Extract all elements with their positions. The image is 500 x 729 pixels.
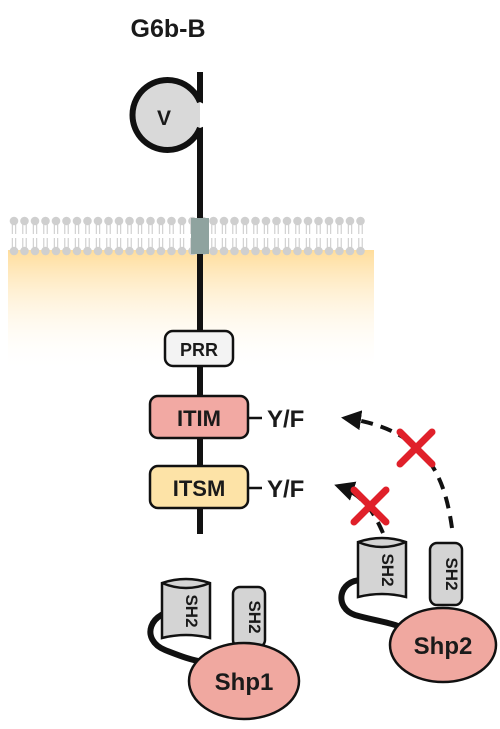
lipid-head xyxy=(356,246,365,256)
lipid-head xyxy=(41,246,50,256)
lipid-head xyxy=(135,216,145,226)
shp1-linker xyxy=(147,607,205,665)
shp1-sh2-c-label: SH2 xyxy=(245,600,264,633)
shp1-catalytic-domain xyxy=(187,641,301,721)
lipid-head xyxy=(251,246,260,256)
lipid-head xyxy=(345,246,355,256)
lipid-head xyxy=(303,246,313,256)
lipid-head xyxy=(230,246,239,256)
itsm-label: ITSM xyxy=(173,476,226,501)
prr-label: PRR xyxy=(180,340,218,360)
lipid-head xyxy=(9,216,19,226)
lipid-head xyxy=(51,216,61,226)
lipid-head xyxy=(293,216,302,226)
lipid-head xyxy=(240,216,250,226)
lipid-head xyxy=(9,246,19,256)
shp1-label: Shp1 xyxy=(215,669,274,696)
itim-label: ITIM xyxy=(177,406,221,431)
shp2-sh2-c-domain xyxy=(428,541,464,607)
lipid-head xyxy=(156,246,166,256)
lipid-head xyxy=(83,246,92,256)
shp2-sh2-c-label: SH2 xyxy=(442,557,461,590)
lipid-head xyxy=(209,216,218,226)
lipid-head xyxy=(41,216,50,226)
shp2-sh2-n-label: SH2 xyxy=(378,553,397,586)
lipid-head xyxy=(293,246,302,256)
lipid-head xyxy=(251,216,260,226)
v-domain-label: V xyxy=(157,107,171,130)
lipid-head xyxy=(335,246,344,256)
lipid-bilayer xyxy=(9,216,365,256)
itim-mutation-label: Y/F xyxy=(267,406,304,433)
lipid-head xyxy=(345,216,355,226)
lipid-head xyxy=(104,216,113,226)
block-cross-upper-icon xyxy=(396,428,436,468)
lipid-head xyxy=(303,216,313,226)
lipid-head xyxy=(51,246,61,256)
lipid-head xyxy=(167,246,176,256)
lipid-head xyxy=(324,246,334,256)
lipid-head xyxy=(72,216,82,226)
lipid-head xyxy=(114,216,124,226)
transmembrane-segment xyxy=(191,218,209,254)
lipid-head xyxy=(135,246,145,256)
receptor-title: G6b-B xyxy=(131,15,206,43)
shp2-to-itim-arrow xyxy=(341,410,454,529)
lipid-head xyxy=(324,216,334,226)
lipid-head xyxy=(314,216,323,226)
itsm-domain: ITSM xyxy=(148,464,250,510)
v-domain: V xyxy=(129,77,210,153)
shp2-protein: SH2 SH2 Shp2 xyxy=(338,536,498,684)
lipid-head xyxy=(177,216,187,226)
lipid-head xyxy=(240,246,250,256)
lipid-head xyxy=(219,216,229,226)
shp2-sh2-n-domain xyxy=(356,536,408,599)
lipid-head xyxy=(93,246,103,256)
lipid-head xyxy=(104,246,113,256)
lipid-head xyxy=(177,246,187,256)
shp1-sh2-n-domain xyxy=(160,577,212,640)
lipid-head xyxy=(272,246,281,256)
lipid-head xyxy=(20,216,29,226)
lipid-head xyxy=(20,246,29,256)
lipid-head xyxy=(72,246,82,256)
prr-domain: PRR xyxy=(163,329,235,368)
itsm-mutation-label: Y/F xyxy=(267,476,304,503)
lipid-head xyxy=(219,246,229,256)
lipid-head xyxy=(30,246,40,256)
lipid-head xyxy=(282,216,292,226)
lipid-head xyxy=(146,246,155,256)
lipid-head xyxy=(261,216,271,226)
lipid-head xyxy=(156,216,166,226)
lipid-head xyxy=(314,246,323,256)
lipid-head xyxy=(335,216,344,226)
lipid-head xyxy=(93,216,103,226)
lipid-head xyxy=(83,216,92,226)
shp2-linker xyxy=(338,577,400,629)
shp1-sh2-n-label: SH2 xyxy=(182,594,201,627)
lipid-head xyxy=(62,216,71,226)
lipid-head xyxy=(125,246,134,256)
lipid-head xyxy=(356,216,365,226)
lipid-head xyxy=(209,246,218,256)
lipid-head xyxy=(261,246,271,256)
itim-domain: ITIM xyxy=(148,394,250,440)
block-cross-lower-icon xyxy=(350,486,390,526)
lipid-head xyxy=(114,246,124,256)
lipid-head xyxy=(146,216,155,226)
lipid-head xyxy=(167,216,176,226)
lipid-head xyxy=(125,216,134,226)
lipid-head xyxy=(272,216,281,226)
shp2-label: Shp2 xyxy=(414,633,473,660)
shp2-catalytic-domain xyxy=(388,606,498,684)
lipid-head xyxy=(62,246,71,256)
lipid-head xyxy=(230,216,239,226)
shp1-protein: SH2 SH2 Shp1 xyxy=(147,577,301,721)
lipid-head xyxy=(30,216,40,226)
lipid-head xyxy=(282,246,292,256)
